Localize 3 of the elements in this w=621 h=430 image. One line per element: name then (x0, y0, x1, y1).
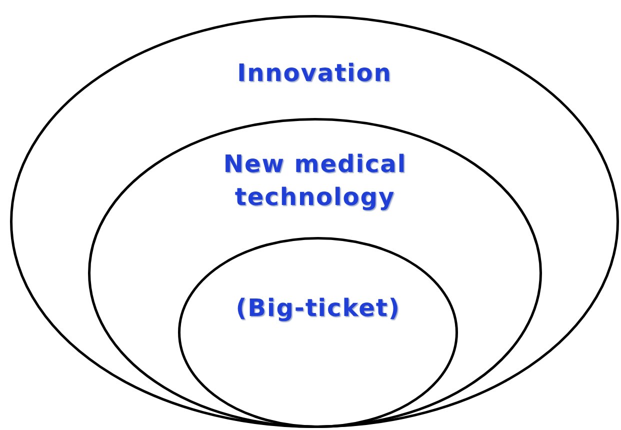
ellipse-label: Innovation (236, 58, 393, 89)
ellipse-label: (Big-ticket) (234, 293, 402, 324)
ellipse-label: New medical technology (222, 149, 408, 213)
